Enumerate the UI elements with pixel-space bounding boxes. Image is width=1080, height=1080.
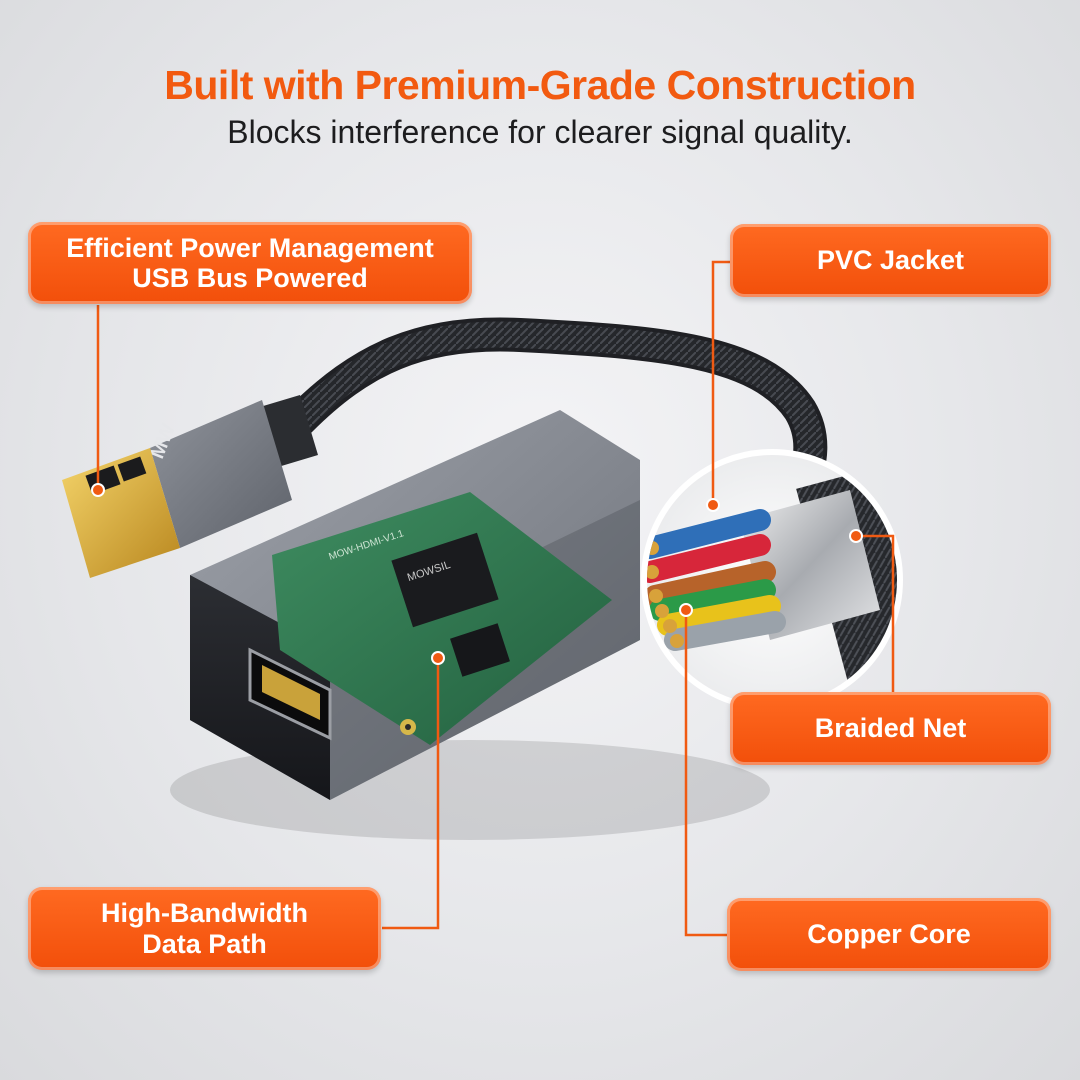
leader-line-copper	[684, 610, 730, 937]
page-title: Built with Premium-Grade Construction	[164, 62, 916, 108]
callout-pvc-label: PVC Jacket	[816, 245, 965, 276]
callout-braided-net: Braided Net	[730, 692, 1051, 765]
callout-braid-label: Braided Net	[814, 713, 967, 744]
hdmi-port	[248, 647, 332, 741]
pcb-board: MOWSIL MOW-HDMI-V1.1	[272, 492, 612, 745]
marker-pvc	[706, 498, 720, 512]
marker-copper	[679, 603, 693, 617]
callout-bandwidth-line2: Data Path	[142, 928, 267, 959]
callout-power-line2: USB Bus Powered	[132, 263, 368, 293]
callout-high-bandwidth: High-Bandwidth Data Path	[28, 887, 381, 970]
callout-copper-label: Copper Core	[807, 919, 971, 950]
callout-copper-core: Copper Core	[727, 898, 1051, 971]
callout-pvc-jacket: PVC Jacket	[730, 224, 1051, 297]
usb-connector: MW	[62, 395, 318, 578]
callout-power-management: Efficient Power Management USB Bus Power…	[28, 222, 472, 304]
marker-braid	[849, 529, 863, 543]
main-chip	[391, 532, 499, 628]
marker-bandwidth	[431, 651, 445, 665]
cable-cross-section	[641, 449, 903, 711]
marker-power	[91, 483, 105, 497]
callout-power-line1: Efficient Power Management	[66, 232, 434, 263]
leader-line-braid	[856, 534, 895, 700]
leader-line-pvc	[711, 260, 730, 505]
callout-bandwidth-line1: High-Bandwidth	[101, 898, 308, 929]
page-subtitle: Blocks interference for clearer signal q…	[227, 114, 853, 150]
leader-line-bandwidth	[382, 658, 440, 930]
